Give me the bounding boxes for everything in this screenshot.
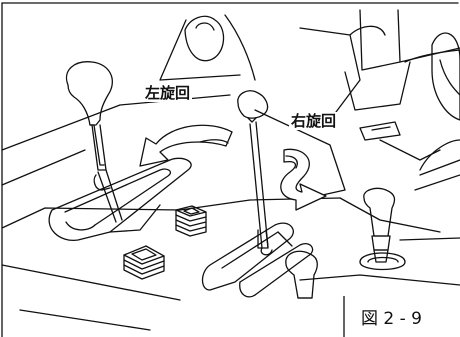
left-lever bbox=[65, 61, 123, 223]
right-small-lever bbox=[359, 187, 406, 271]
switch-stack-upper bbox=[175, 205, 207, 237]
right-rotation-label: 右旋回 bbox=[289, 112, 339, 130]
center-lever bbox=[237, 90, 273, 256]
bottom-lever bbox=[285, 250, 318, 299]
left-rotation-arrow bbox=[139, 124, 233, 167]
right-rotation-arrow bbox=[280, 148, 327, 211]
switch-stack-lower bbox=[123, 245, 165, 280]
figure-caption: 図 2 - 9 bbox=[361, 309, 422, 329]
left-rotation-label: 左旋回 bbox=[143, 84, 193, 102]
cab-background bbox=[159, 9, 460, 191]
left-lever-slot bbox=[48, 157, 192, 241]
center-lever-slot bbox=[201, 222, 314, 298]
